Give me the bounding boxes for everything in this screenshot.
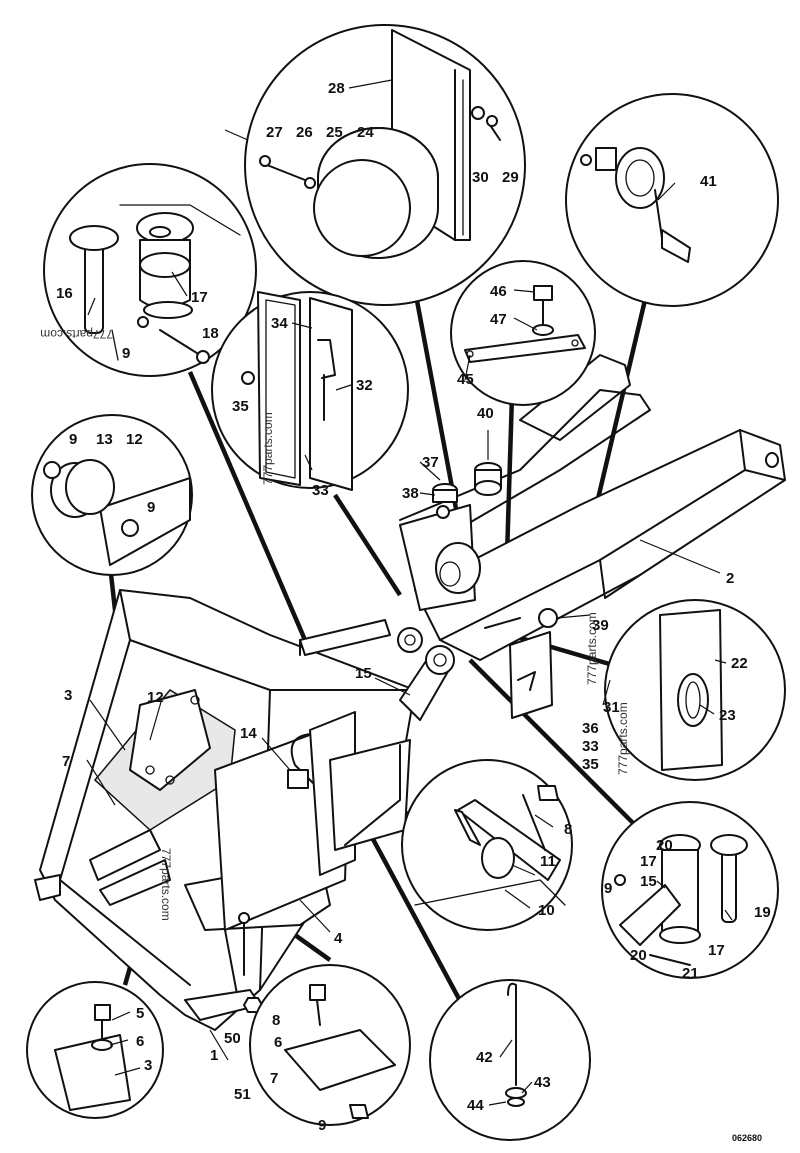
callout-3: 3 xyxy=(64,687,72,704)
callout-9-pivot: 9 xyxy=(604,880,612,897)
callout-39: 39 xyxy=(592,617,609,634)
detail-motor-cover xyxy=(244,24,526,306)
detail-bolt-saddle xyxy=(249,964,411,1126)
callout-1: 1 xyxy=(210,1047,218,1064)
callout-29: 29 xyxy=(502,169,519,186)
callout-17: 17 xyxy=(191,289,208,306)
callout-51: 51 xyxy=(234,1086,251,1103)
callout-15: 15 xyxy=(355,665,372,682)
callout-35b: 35 xyxy=(582,756,599,773)
callout-31: 31 xyxy=(603,699,620,716)
callout-20b: 20 xyxy=(630,947,647,964)
callout-20: 20 xyxy=(656,837,673,854)
callout-11: 11 xyxy=(540,853,556,870)
detail-clamp xyxy=(401,759,573,931)
main-frame-assembly xyxy=(34,354,786,1031)
callout-27: 27 xyxy=(266,124,283,141)
callout-15b: 15 xyxy=(640,873,657,890)
callout-4: 4 xyxy=(334,930,343,947)
callout-7b: 7 xyxy=(270,1070,278,1087)
callout-18: 18 xyxy=(202,325,219,342)
detail-hook-bolt xyxy=(429,979,591,1141)
callout-22: 22 xyxy=(731,655,748,672)
callout-24: 24 xyxy=(357,124,374,141)
callout-35: 35 xyxy=(232,398,249,415)
callout-numbers: 1 2 3 3 4 5 6 6 7 7 8 8 9 9 9 9 9 10 11 … xyxy=(56,80,771,1134)
callout-19: 19 xyxy=(754,904,771,921)
drawing-code: 062680 xyxy=(732,1133,762,1143)
callout-12b: 12 xyxy=(147,689,164,706)
detail-bolt-bracket xyxy=(450,260,596,406)
callout-43: 43 xyxy=(534,1074,551,1091)
callout-9-pulley-b: 9 xyxy=(147,499,155,516)
callout-8b: 8 xyxy=(272,1012,280,1029)
callout-46: 46 xyxy=(490,283,507,300)
callout-17b: 17 xyxy=(640,853,657,870)
callout-30: 30 xyxy=(472,169,489,186)
detail-bracket-plate xyxy=(211,291,409,491)
detail-lock-plate xyxy=(604,599,786,781)
detail-pin-assembly xyxy=(43,163,257,377)
callout-12: 12 xyxy=(126,431,143,448)
watermark-4: 777parts.com xyxy=(616,702,630,775)
watermark-1: 777parts.com xyxy=(40,327,113,341)
detail-bolt-plate xyxy=(26,981,164,1119)
detail-winder-handle xyxy=(565,93,779,307)
callout-28: 28 xyxy=(328,80,345,97)
callout-leaders xyxy=(86,79,733,1106)
watermark-2: 777parts.com xyxy=(261,412,275,485)
callout-16: 16 xyxy=(56,285,73,302)
callout-33b: 33 xyxy=(582,738,599,755)
callout-5: 5 xyxy=(136,1005,144,1022)
callout-38: 38 xyxy=(402,485,419,502)
callout-2: 2 xyxy=(726,570,734,587)
callout-7: 7 xyxy=(62,753,70,770)
callout-32: 32 xyxy=(356,377,373,394)
callout-36: 36 xyxy=(582,720,599,737)
callout-42: 42 xyxy=(476,1049,493,1066)
callout-40: 40 xyxy=(477,405,494,422)
callout-17c: 17 xyxy=(708,942,725,959)
callout-10: 10 xyxy=(538,902,555,919)
callout-13: 13 xyxy=(96,431,113,448)
callout-6: 6 xyxy=(136,1033,144,1050)
detail-pivot-pin xyxy=(601,801,779,979)
watermark-5: 777parts.com xyxy=(159,848,173,921)
callout-23: 23 xyxy=(719,707,736,724)
callout-45: 45 xyxy=(457,371,474,388)
callout-41: 41 xyxy=(700,173,717,190)
callout-9-pulley: 9 xyxy=(69,431,77,448)
callout-8: 8 xyxy=(564,821,572,838)
detail-pulley xyxy=(31,414,193,576)
callout-9-pin: 9 xyxy=(122,345,130,362)
callout-50: 50 xyxy=(224,1030,241,1047)
callout-33: 33 xyxy=(312,482,329,499)
callout-47: 47 xyxy=(490,311,507,328)
callout-21: 21 xyxy=(682,965,699,982)
callout-9-saddle: 9 xyxy=(318,1117,326,1134)
callout-37: 37 xyxy=(422,454,439,471)
callout-6b: 6 xyxy=(274,1034,282,1051)
callout-34: 34 xyxy=(271,315,288,332)
watermarks: 777parts.com 777parts.com 777parts.com 7… xyxy=(40,327,630,921)
callout-25: 25 xyxy=(326,124,343,141)
callout-26: 26 xyxy=(296,124,313,141)
callout-14: 14 xyxy=(240,725,257,742)
watermark-3: 777parts.com xyxy=(585,612,599,685)
callout-44: 44 xyxy=(467,1097,484,1114)
callout-3b: 3 xyxy=(144,1057,152,1074)
